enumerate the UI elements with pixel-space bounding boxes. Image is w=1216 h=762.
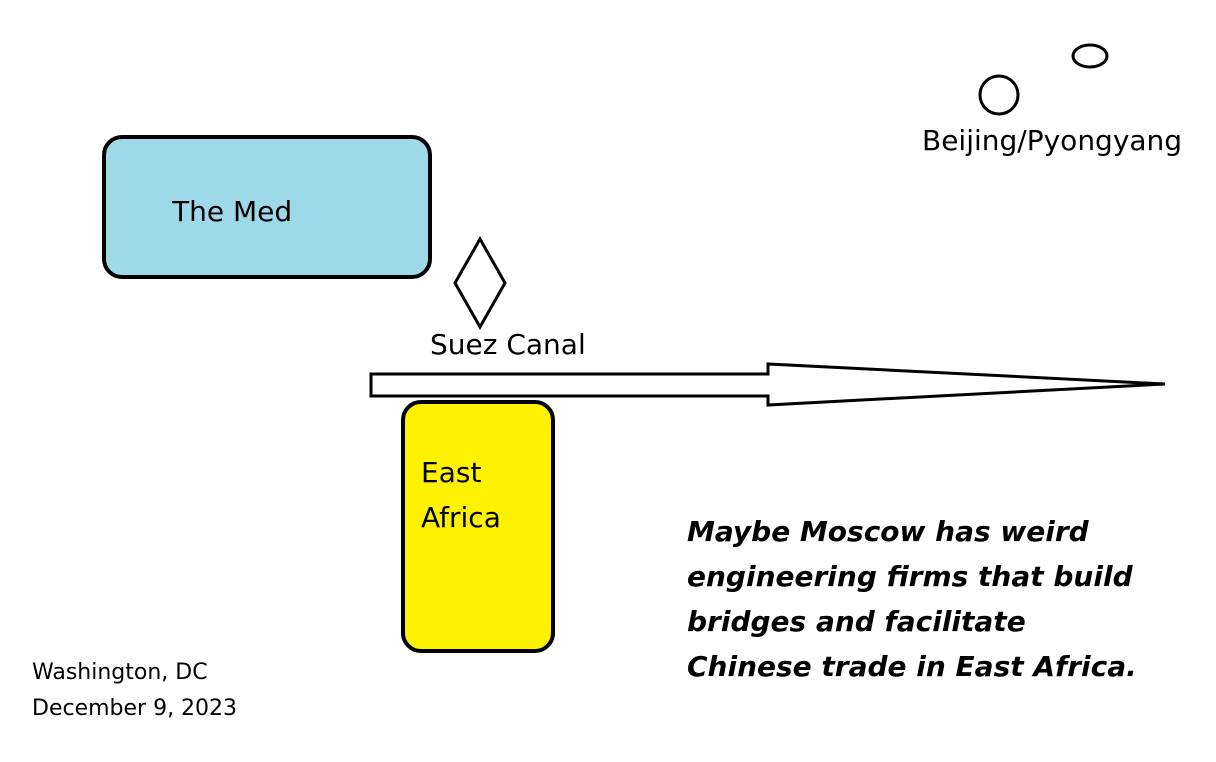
note-line: Chinese trade in East Africa. bbox=[687, 650, 1137, 683]
beijing-pyongyang-label: Beijing/Pyongyang bbox=[922, 124, 1183, 157]
suez-canal-label: Suez Canal bbox=[430, 328, 586, 361]
med-region-box bbox=[102, 135, 432, 279]
footer-date: December 9, 2023 bbox=[32, 696, 238, 721]
suez-canal-diamond bbox=[453, 235, 507, 331]
footer-dateline: Washington, DC December 9, 2023 bbox=[32, 655, 237, 727]
beijing-circle bbox=[978, 74, 1020, 116]
med-region-label: The Med bbox=[172, 195, 293, 228]
commentary-note: Maybe Moscow has weird engineering firms… bbox=[687, 509, 1187, 689]
footer-location: Washington, DC bbox=[32, 660, 208, 685]
note-line: engineering firms that build bbox=[687, 560, 1133, 593]
note-line: bridges and facilitate bbox=[687, 605, 1026, 638]
note-line: Maybe Moscow has weird bbox=[687, 515, 1089, 548]
east-africa-region-label: East Africa bbox=[421, 456, 501, 534]
east-africa-region-box bbox=[401, 400, 555, 653]
trade-route-arrow bbox=[369, 362, 1166, 407]
pyongyang-ellipse bbox=[1071, 43, 1109, 69]
